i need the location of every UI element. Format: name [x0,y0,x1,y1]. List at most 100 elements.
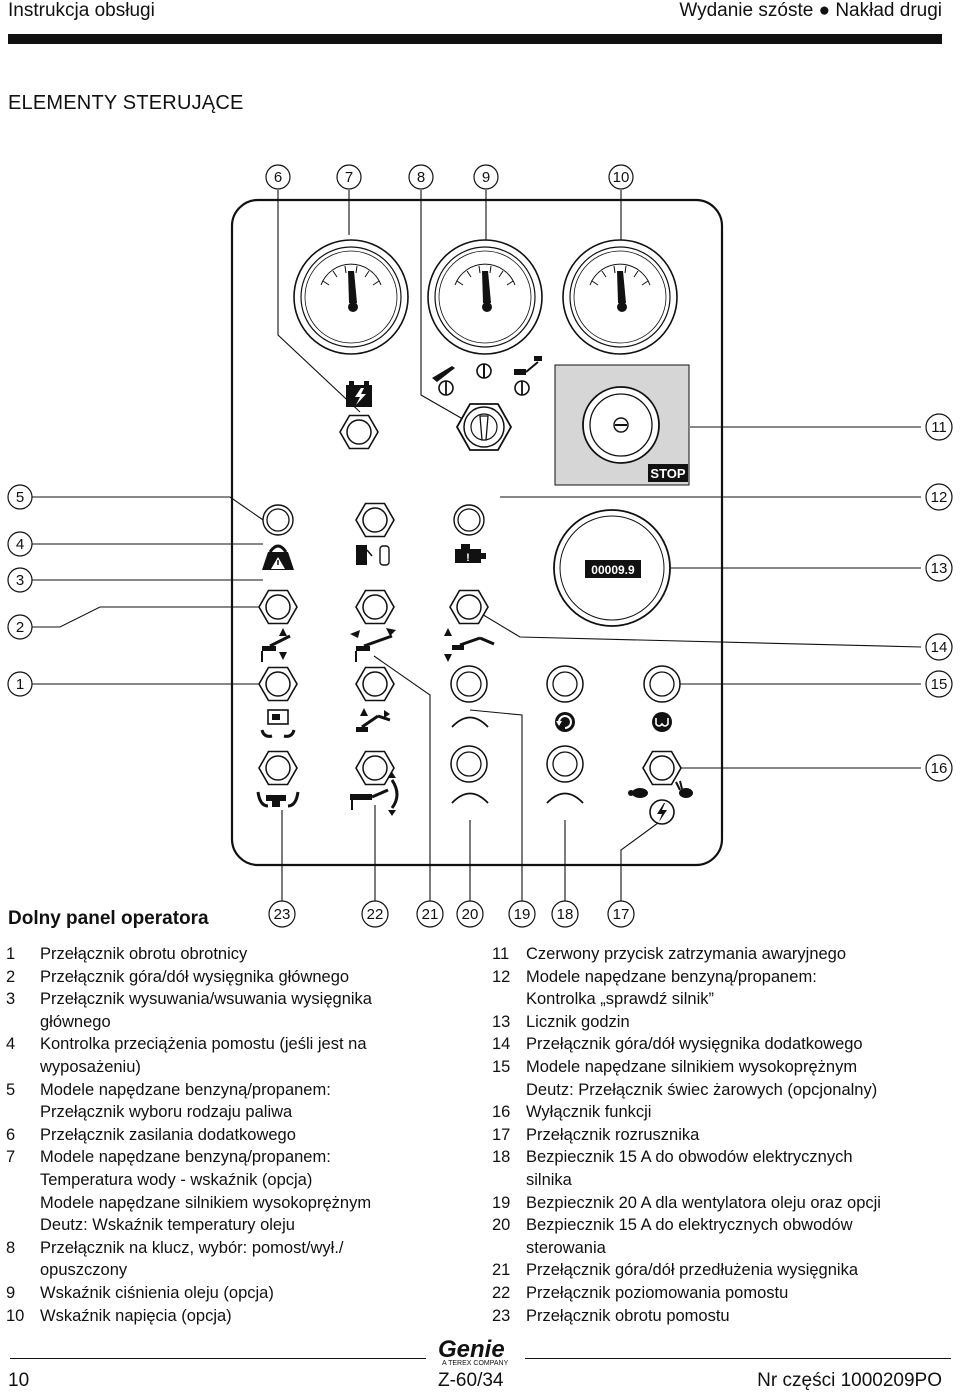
control-panel-diagram: 6 7 8 9 10 5 4 3 2 1 11 12 13 14 15 16 2… [7,164,953,928]
legend-item-number: 6 [6,1125,16,1144]
fuse-icon-left [451,792,489,804]
callout-14: 14 [931,639,948,656]
legend-item: 13 Licznik godzin [492,1011,960,1034]
legend-item-text: Przełącznik góra/dół przedłużenia wysięg… [526,1261,859,1280]
check-engine-lamp [453,504,485,536]
platform-rotate-icon [256,791,300,808]
key-switch[interactable] [455,403,513,451]
fuse-icon-right [546,792,584,804]
legend-item-number: 2 [6,967,16,986]
header-manual-title: Instrukcja obsługi [8,0,155,21]
part-number: Nr części 1000209PO [757,1370,942,1391]
callout-3: 3 [16,572,24,589]
genie-logo: Genie [438,1336,505,1363]
footer-rule-right [525,1358,951,1359]
legend-item-text: Przełącznik zasilania dodatkowego [40,1125,296,1144]
header-rule [8,34,942,44]
legend-item-text: Przełącznik góra/dół wysięgnika głównego [40,967,350,986]
legend-item-text: Modele napędzane benzyną/propanem: Kontr… [526,967,817,1009]
callout-23: 23 [274,906,291,923]
callout-20: 20 [462,906,479,923]
platform-level-icon [350,772,399,816]
legend-item: 11 Czerwony przycisk zatrzymania awaryjne… [492,943,960,966]
legend-item-text: Przełącznik rozrusznika [526,1125,700,1144]
rabbit-icon [675,780,693,798]
legend-item-number: 3 [6,990,16,1009]
callout-7: 7 [345,169,353,186]
callout-17: 17 [613,906,630,923]
jib-extension-icon [356,708,391,732]
legend-item-text: Czerwony przycisk zatrzymania awaryjnego [526,945,847,963]
boom-extend-retract-icon [261,628,291,662]
page-number: 10 [8,1370,30,1391]
voltmeter-gauge [562,239,678,355]
callout-21: 21 [422,906,439,923]
footer-rule-left [10,1358,426,1359]
legend-item-text: Modele napędzane benzyną/propanem: Tempe… [40,1148,372,1235]
hour-meter-reading: 00009.9 [591,563,635,577]
legend-item: 22 Przełącznik poziomowania pomostu [492,1282,960,1305]
legend-item-text: Modele napędzane silnikiem wysokoprężnym… [526,1057,878,1099]
genie-logo-tagline: A TEREX COMPANY [442,1360,509,1367]
engine-fuse-15a[interactable] [546,745,584,783]
callout-12: 12 [931,489,948,506]
legend-item-number: 15 [492,1057,511,1076]
control-circuit-fuse-15a[interactable] [450,665,488,703]
legend-item: 18 Bezpiecznik 15 A do obwodów elektryczn… [492,1146,960,1191]
control-fuse-15a[interactable] [450,745,488,783]
check-engine-icon: ! [455,544,486,564]
legend-item-text: Przełącznik góra/dół wysięgnika dodatkow… [526,1035,863,1054]
legend-item-text: Przełącznik poziomowania pomostu [526,1283,789,1302]
legend-item-number: 10 [6,1306,25,1325]
glow-plug-switch[interactable] [643,665,681,703]
legend-item-number: 1 [6,945,16,963]
section-title: ELEMENTY STERUJĄCE [8,92,244,114]
callout-6: 6 [274,169,282,186]
legend-item-number: 11 [492,945,510,963]
key-off-position-icon [476,363,492,379]
legend-item: 21 Przełącznik góra/dół przedłużenia wysi… [492,1259,960,1282]
callout-10: 10 [613,169,630,186]
fan-options-fuse-20a[interactable] [546,665,584,703]
legend-item: 10 Wskaźnik napięcia (opcja) [6,1305,476,1328]
legend-list-right: 11 Czerwony przycisk zatrzymania awaryjne… [492,943,960,1327]
callout-16: 16 [931,760,948,777]
legend-item-number: 18 [492,1148,511,1167]
model-number: Z-60/34 [438,1370,504,1391]
panel-title: Dolny panel operatora [8,908,209,929]
emergency-stop-button[interactable] [582,386,660,464]
legend-item-text: Wyłącznik funkcji [526,1103,652,1122]
legend-item-number: 9 [6,1283,16,1302]
legend-item: 14 Przełącznik góra/dół wysięgnika dodatk… [492,1033,960,1056]
key-platform-position-icon [432,366,455,396]
legend-item-number: 7 [6,1148,16,1167]
fuel-gasoline-lpg-icon [356,545,390,566]
legend-item-text: Wskaźnik ciśnienia oleju (opcja) [40,1283,274,1302]
legend-item-text: Wskaźnik napięcia (opcja) [40,1306,232,1325]
legend-item-text: Bezpiecznik 15 A do elektrycznych obwodó… [526,1216,853,1257]
primary-boom-icon [350,628,396,662]
turtle-icon [628,788,648,798]
glow-plug-icon [652,712,672,732]
legend-item-number: 13 [492,1012,511,1031]
legend-item-text: Bezpiecznik 15 A do obwodów elektrycznyc… [526,1148,853,1189]
legend-item: 2 Przełącznik góra/dół wysięgnika główneg… [6,966,476,989]
legend-item-number: 22 [492,1283,511,1302]
callout-9: 9 [482,169,490,186]
legend-item-text: Licznik godzin [526,1012,630,1031]
platform-overload-icon [262,544,294,570]
legend-item-number: 21 [492,1261,511,1280]
callout-18: 18 [557,906,574,923]
legend-item-number: 14 [492,1035,511,1054]
secondary-boom-icon [444,628,495,662]
callout-13: 13 [931,560,948,577]
